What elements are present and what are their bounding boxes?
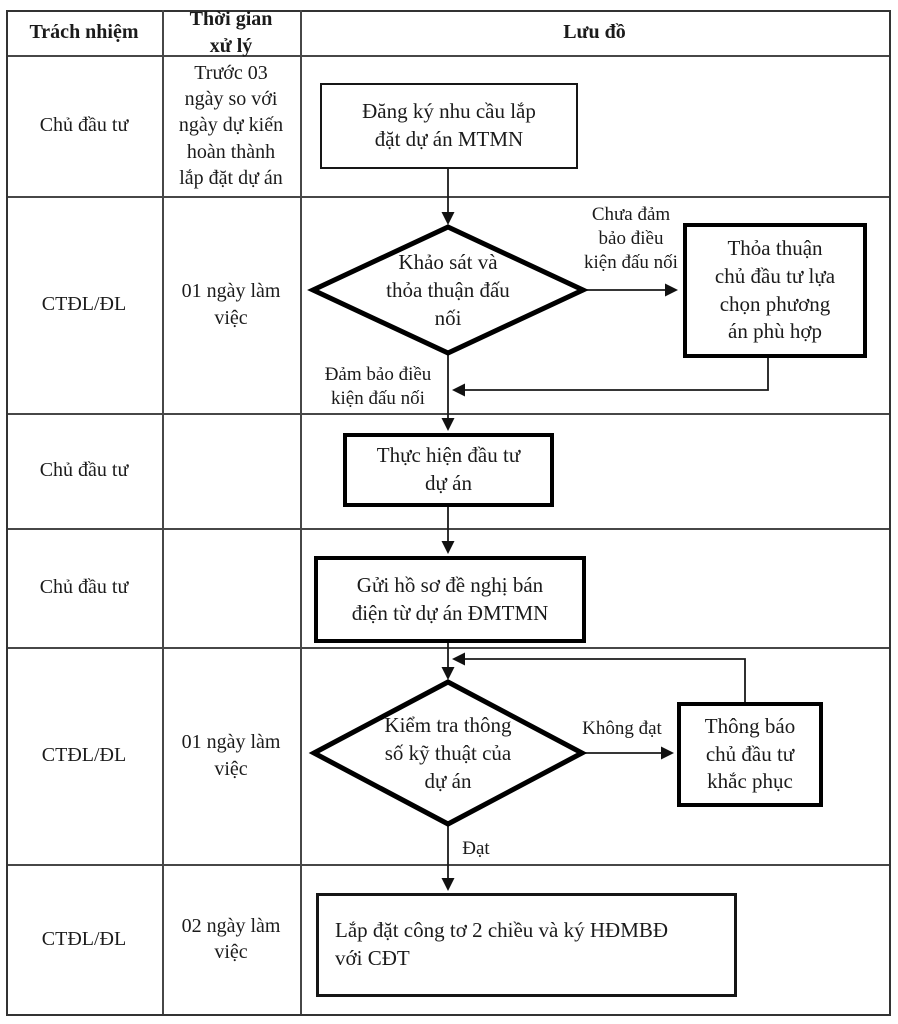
header-processing-time: Thời gian xử lý: [189, 8, 273, 57]
row5-time: 01 ngày làm việc: [181, 731, 281, 780]
branch-label-not-qualified: Chưa đảm bảo điều kiện đấu nối: [584, 204, 678, 273]
node-agree: Thỏa thuận chủ đầu tư lựa chọn phương án…: [683, 223, 867, 358]
branch-label-fail: Không đạt: [582, 718, 662, 739]
row3-responsibility: Chủ đầu tư: [39, 459, 129, 482]
row4-time: [162, 528, 300, 647]
node-submit: Gửi hồ sơ đề nghị bán điện từ dự án ĐMTM…: [314, 556, 586, 643]
header-responsibility: Trách nhiệm: [29, 21, 139, 44]
row3-time: [162, 413, 300, 528]
arrowhead-right-2: [661, 746, 674, 760]
decision-check-label: Kiểm tra thông số kỹ thuật của dự án: [384, 713, 512, 793]
row4-responsibility: Chủ đầu tư: [39, 576, 129, 599]
arrowhead-down-5: [441, 878, 455, 891]
header-flowchart: Lưu đồ: [563, 21, 626, 44]
arrowhead-down-1: [441, 212, 455, 225]
row2-responsibility: CTĐL/ĐL: [41, 293, 127, 316]
table-border-right: [889, 10, 891, 1016]
connector-notify-feedback: [464, 658, 746, 702]
table-border-bottom: [6, 1014, 891, 1016]
row5-responsibility: CTĐL/ĐL: [41, 744, 127, 767]
node-register: Đăng ký nhu cầu lắp đặt dự án MTMN: [320, 83, 578, 169]
branch-label-pass: Đạt: [462, 838, 490, 859]
node-invest: Thực hiện đầu tư dự án: [343, 433, 554, 507]
row1-time: Trước 03 ngày so với ngày dự kiến hoàn t…: [178, 61, 284, 190]
table-border-left: [6, 10, 8, 1016]
arrowhead-left-1: [452, 383, 465, 397]
column-line-1: [162, 10, 164, 1014]
arrowhead-down-3: [441, 541, 455, 554]
connector-agree-return: [464, 358, 769, 391]
node-notify: Thông báo chủ đầu tư khắc phục: [677, 702, 823, 807]
arrowhead-down-4: [441, 667, 455, 680]
row6-time: 02 ngày làm việc: [181, 914, 281, 963]
arrowhead-left-2: [452, 652, 465, 666]
decision-survey-label: Khảo sát và thỏa thuận đấu nối: [386, 250, 510, 330]
column-line-2: [300, 10, 302, 1014]
row1-responsibility: Chủ đầu tư: [39, 114, 129, 137]
row6-responsibility: CTĐL/ĐL: [41, 927, 127, 950]
table-border-top: [6, 10, 891, 12]
arrowhead-right-1: [665, 283, 678, 297]
node-install: Lắp đặt công tơ 2 chiều và ký HĐMBĐ với …: [316, 893, 737, 997]
arrowhead-down-2: [441, 418, 455, 431]
row-line-header: [6, 55, 891, 57]
row2-time: 01 ngày làm việc: [181, 280, 281, 329]
branch-label-qualified: Đảm bảo điều kiện đấu nối: [324, 364, 432, 409]
